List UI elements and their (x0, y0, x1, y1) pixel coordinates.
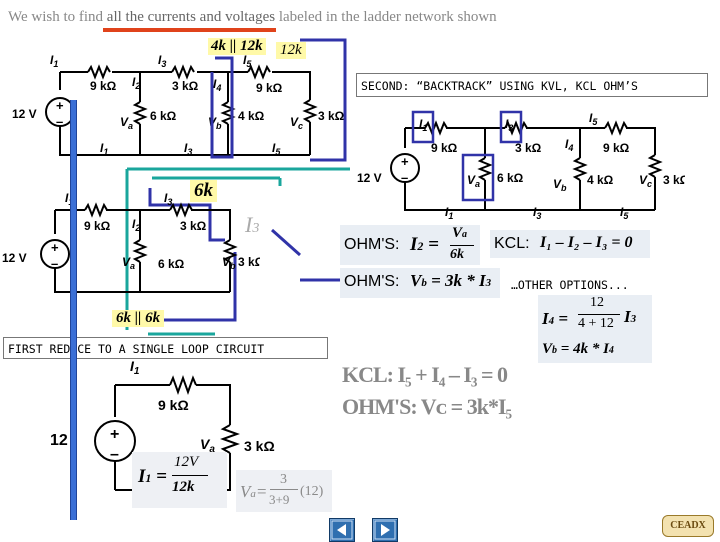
loop-source-12-label: 12 (50, 432, 68, 449)
va-formula-box: Va= 3 3+9 (12) (236, 470, 332, 512)
right-r4-label: 4 kΩ (587, 173, 614, 187)
mid-i3-label: I3 (164, 191, 172, 207)
right-vc-label: Vc (639, 173, 652, 189)
home-button[interactable]: CEADX (662, 515, 714, 537)
right-source-label: 12 V (357, 171, 382, 185)
right-r6-label: 3 kΩ (663, 173, 685, 187)
ohm-i2-equation: OHM'S: I2 = Va 6k (340, 225, 480, 265)
main-ladder-circuit: I1 9 kΩ I2 I3 3 kΩ I4 I5 9 kΩ 12 V + – 6… (12, 53, 345, 157)
mid-va-label: Va (122, 255, 135, 271)
main-i1-bottom: I1 (100, 141, 108, 157)
main-r6-label: 3 kΩ (318, 109, 345, 123)
main-vc-label: Vc (290, 115, 303, 131)
kcl-i5-equation: KCL: I₅ + I₄ – I₃ = 0 (342, 362, 508, 387)
header-text-end: labeled in the ladder network shown (275, 9, 497, 25)
main-plus: + (56, 98, 64, 113)
loop-r2-label: 3 kΩ (244, 438, 275, 454)
middle-reduced-circuit: I1 9 kΩ I2 I3 3 kΩ 12 V + – 6 kΩ Va 3 kΩ… (2, 191, 260, 293)
parallel-6k-6k-label: 6k || 6k (112, 310, 165, 327)
back-button[interactable] (329, 518, 355, 542)
loop-minus: – (110, 446, 119, 463)
loop-r1-label: 9 kΩ (158, 397, 189, 413)
right-minus: – (401, 170, 408, 185)
right-i3-bottom: I3 (533, 205, 541, 221)
header-text-highlight: all the currents and voltages (106, 9, 276, 25)
main-i2-label: I2 (132, 75, 140, 91)
i3-side-label: I3 (245, 212, 260, 237)
value-6k-label: 6k (190, 180, 217, 202)
main-vb-label: Vb (208, 115, 222, 131)
parallel-4k-12k-label: 4k || 12k (208, 38, 266, 55)
right-i1-bottom: I1 (445, 205, 453, 221)
main-i3-label: I3 (158, 53, 166, 69)
mid-plus: + (51, 240, 59, 255)
forward-button[interactable] (372, 518, 398, 542)
mid-r3-label: 3 kΩ (180, 219, 207, 233)
main-r4-label: 4 kΩ (238, 109, 265, 123)
right-r3-label: 3 kΩ (515, 141, 542, 155)
mid-minus: – (51, 256, 58, 271)
mid-source-label: 12 V (2, 251, 27, 265)
right-plus: + (401, 154, 409, 169)
main-r3-label: 3 kΩ (172, 79, 199, 93)
main-r5-label: 9 kΩ (256, 81, 283, 95)
right-i3-label: I3 (505, 117, 513, 133)
ohm-vc-equation: OHM'S: Vᴄ = 3k*I₅ (342, 394, 512, 419)
i4-divider-equation: I4 = 12 4 + 12 I3 Vb = 4k * I4 (538, 295, 652, 363)
right-ladder-circuit: I1 9 kΩ I3 3 kΩ I4 I5 9 kΩ 12 V + – 6 kΩ… (357, 110, 685, 221)
mid-r1-label: 9 kΩ (84, 219, 111, 233)
loop-i1-label: I1 (130, 358, 140, 377)
main-minus: – (56, 114, 63, 129)
right-r2-label: 6 kΩ (497, 171, 524, 185)
right-i4-label: I4 (565, 137, 573, 153)
mid-r2-label: 6 kΩ (158, 257, 185, 271)
other-options-label: …OTHER OPTIONS... (511, 278, 629, 292)
right-i5-bottom: I5 (620, 205, 629, 221)
header-text: We wish to find all the currents and vol… (8, 9, 497, 26)
i1-formula-box: I1 = 12V 12k (132, 452, 227, 508)
ohm-vb-equation: OHM'S: Vb = 3k * I3 (340, 268, 500, 298)
mid-vb-label: Vb (222, 255, 236, 271)
right-r5-label: 9 kΩ (603, 141, 630, 155)
single-loop-circuit: I1 9 kΩ + – Va 3 kΩ (94, 358, 275, 491)
main-i3-bottom: I3 (184, 141, 192, 157)
second-backtrack-title: SECOND: “BACKTRACK” USING KVL, KCL OHM’S (356, 73, 708, 97)
mid-i2-label: I2 (132, 217, 140, 233)
mid-r6-label: 3 kΩ (238, 255, 260, 269)
main-va-label: Va (120, 115, 133, 131)
forward-arrow-icon (374, 520, 396, 540)
header-text-start: We wish to find (8, 9, 107, 25)
right-i1-label: I1 (419, 117, 427, 133)
loop-va-label: Va (200, 436, 215, 455)
main-i1-label: I1 (50, 53, 58, 69)
main-i4-label: I4 (213, 77, 221, 93)
main-r1-label: 9 kΩ (90, 79, 117, 93)
back-arrow-icon (331, 520, 353, 540)
loop-plus: + (110, 426, 119, 443)
main-r2-label: 6 kΩ (150, 109, 177, 123)
kcl-equation: KCL: I₁ – I₂ – I₃ = 0 (490, 230, 650, 258)
main-source-label: 12 V (12, 107, 37, 121)
right-r1-label: 9 kΩ (431, 141, 458, 155)
main-i5-bottom: I5 (272, 141, 281, 157)
value-12k-label: 12k (276, 42, 306, 59)
right-i5-label: I5 (589, 111, 598, 127)
header-underline (103, 28, 276, 32)
right-va-label: Va (467, 173, 480, 189)
vertical-marker-bar (70, 100, 77, 520)
main-i5-label: I5 (243, 53, 252, 69)
right-vb-label: Vb (553, 177, 567, 193)
